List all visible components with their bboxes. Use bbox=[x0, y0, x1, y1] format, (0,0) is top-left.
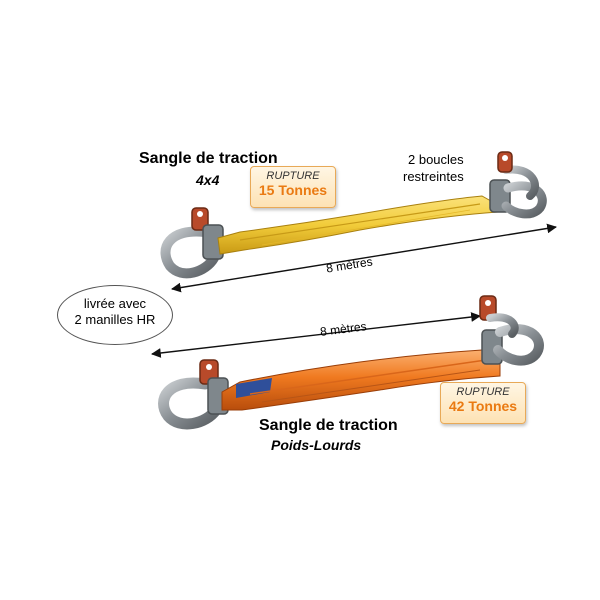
bottom-strap-subtitle: Poids-Lourds bbox=[271, 437, 362, 453]
top-strap bbox=[160, 151, 557, 293]
top-strap-title: Sangle de traction bbox=[139, 150, 278, 167]
callout-line1: livrée avec bbox=[83, 296, 147, 311]
top-strap-subtitle: 4x4 bbox=[196, 172, 220, 188]
bottom-strap-rupture-badge: RUPTURE 42 Tonnes bbox=[440, 382, 526, 424]
top-strap-note-line2: restreintes bbox=[403, 169, 464, 184]
bottom-strap-title: Sangle de traction bbox=[259, 417, 398, 434]
bottom-strap bbox=[151, 295, 544, 430]
shackle-icon bbox=[158, 359, 229, 430]
callout-line2: 2 manilles HR bbox=[74, 312, 156, 327]
shackle-icon bbox=[489, 151, 547, 219]
badge-label: RUPTURE bbox=[456, 386, 510, 398]
top-strap-rupture-badge: RUPTURE 15 Tonnes bbox=[250, 166, 336, 208]
badge-value: 42 Tonnes bbox=[448, 398, 518, 414]
shackles-callout: livrée avec 2 manilles HR bbox=[57, 285, 173, 345]
top-strap-note-line1: 2 boucles bbox=[408, 152, 464, 167]
shackle-icon bbox=[160, 207, 224, 279]
badge-label: RUPTURE bbox=[266, 170, 320, 182]
badge-value: 15 Tonnes bbox=[258, 182, 328, 198]
shackle-icon bbox=[479, 295, 544, 366]
